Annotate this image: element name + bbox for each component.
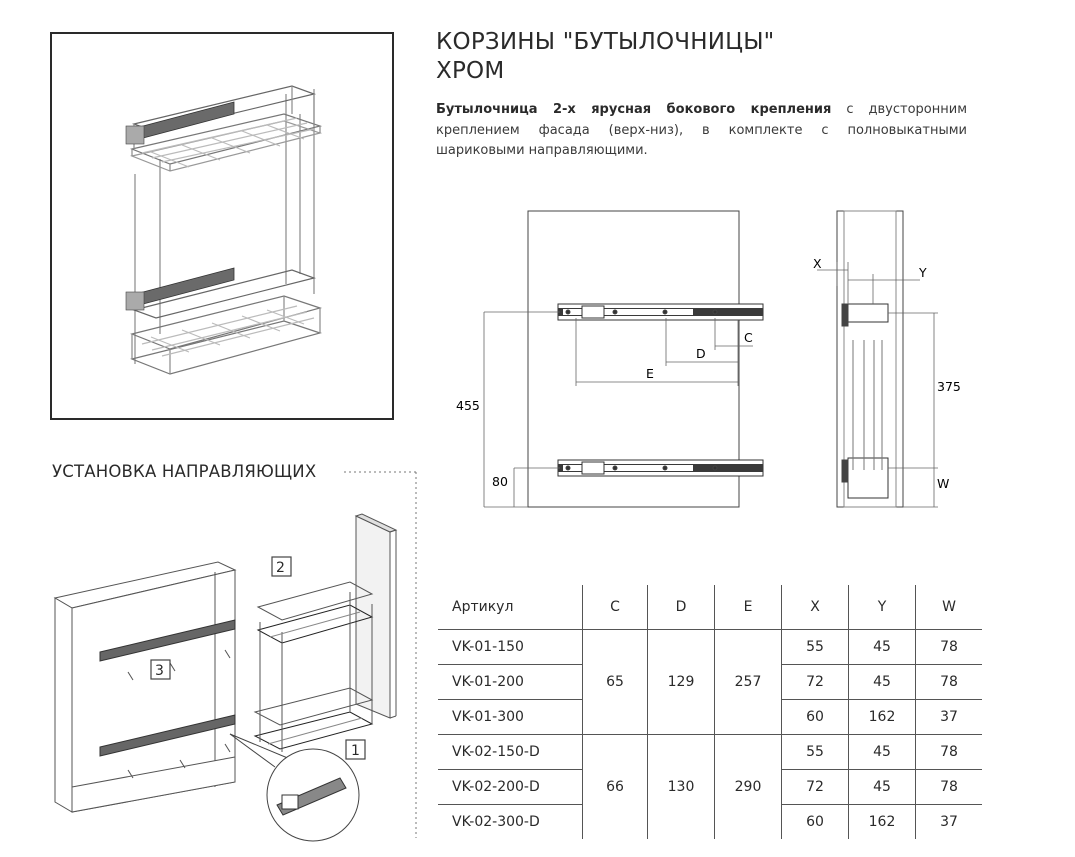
table-row: VK-01-200 72 45 78 — [438, 664, 982, 700]
header-C: C — [582, 585, 648, 630]
cell-X: 72 — [781, 769, 849, 805]
step-box-2 — [271, 556, 292, 577]
cabinet-side-outline — [527, 210, 740, 508]
cell-E: 290 — [714, 734, 782, 839]
top-slide-rail — [557, 303, 764, 321]
cell-X: 60 — [781, 804, 849, 839]
step-label-2: 2 — [276, 560, 285, 576]
cell-article: VK-02-150-D — [438, 734, 583, 770]
cell-X: 72 — [781, 664, 849, 700]
header-E: E — [714, 585, 782, 630]
title-line-2: ХРОМ — [436, 58, 505, 84]
step-label-1: 1 — [351, 743, 360, 759]
cell-W: 78 — [915, 629, 982, 665]
cell-W: 78 — [915, 664, 982, 700]
bottom-slide-rail — [557, 459, 764, 477]
install-dotted-frame — [344, 471, 417, 838]
table-row: VK-02-150-D 66 130 290 55 45 78 — [438, 734, 982, 839]
cell-W: 78 — [915, 769, 982, 805]
dim-label-D: D — [696, 346, 706, 361]
header-X: X — [781, 585, 849, 630]
table-header-row: Артикул C D E X Y W — [438, 585, 982, 630]
title-line-1: КОРЗИНЫ "БУТЫЛОЧНИЦЫ" — [436, 29, 775, 55]
cell-X: 55 — [781, 629, 849, 665]
table-row: VK-02-300-D 60 162 37 — [438, 804, 982, 839]
product-description: Бутылочница 2-х ярусная бокового креплен… — [436, 100, 967, 162]
dim-label-80: 80 — [492, 474, 508, 489]
cell-D: 130 — [647, 734, 715, 839]
cell-Y: 45 — [848, 629, 916, 665]
cell-Y: 45 — [848, 769, 916, 805]
table-row: VK-01-150 65 129 257 55 45 78 — [438, 629, 982, 735]
cell-article: VK-01-150 — [438, 629, 583, 665]
cell-Y: 45 — [848, 664, 916, 700]
dim-label-C: C — [744, 330, 753, 345]
technical-drawing: 455 80 E D C X Y 375 W — [456, 210, 961, 508]
header-article: Артикул — [438, 585, 583, 630]
cell-article: VK-02-300-D — [438, 804, 583, 839]
description-rest: с двусторонним креплением фасада (верх-н… — [436, 102, 967, 158]
dim-label-X: X — [813, 256, 822, 271]
cell-Y: 162 — [848, 699, 916, 735]
cell-C: 66 — [582, 734, 648, 839]
cell-article: VK-01-200 — [438, 664, 583, 700]
dim-label-W: W — [937, 476, 949, 491]
install-section-title: УСТАНОВКА НАПРАВЛЯЮЩИХ — [52, 462, 317, 481]
cell-W: 78 — [915, 734, 982, 770]
dim-label-455: 455 — [456, 398, 480, 413]
header-D: D — [647, 585, 715, 630]
cell-E: 257 — [714, 629, 782, 735]
dim-label-Y: Y — [918, 265, 927, 280]
cell-article: VK-01-300 — [438, 699, 583, 735]
cell-article: VK-02-200-D — [438, 769, 583, 805]
dim-label-E: E — [646, 366, 654, 381]
table-row: VK-02-200-D 72 45 78 — [438, 769, 982, 805]
cell-C: 65 — [582, 629, 648, 735]
bottle-basket-illustration — [125, 85, 323, 375]
header-Y: Y — [848, 585, 916, 630]
cell-Y: 45 — [848, 734, 916, 770]
description-bold: Бутылочница 2-х ярусная бокового креплен… — [436, 102, 832, 117]
cell-X: 55 — [781, 734, 849, 770]
product-photo-frame — [50, 32, 394, 420]
step-label-3: 3 — [155, 663, 164, 679]
cell-W: 37 — [915, 699, 982, 735]
cell-Y: 162 — [848, 804, 916, 839]
cell-D: 129 — [647, 629, 715, 735]
installation-illustration: 2 3 1 — [53, 513, 398, 842]
step-box-1 — [345, 739, 366, 760]
dim-label-375: 375 — [937, 379, 961, 394]
table-row: VK-01-300 60 162 37 — [438, 699, 982, 735]
cell-W: 37 — [940, 814, 958, 830]
cell-X: 60 — [781, 699, 849, 735]
header-W: W — [915, 585, 982, 630]
step-box-3 — [150, 659, 171, 680]
spec-table: Артикул C D E X Y W VK-01-150 65 129 257… — [438, 585, 982, 839]
page-title: КОРЗИНЫ "БУТЫЛОЧНИЦЫ" ХРОМ — [436, 28, 774, 86]
